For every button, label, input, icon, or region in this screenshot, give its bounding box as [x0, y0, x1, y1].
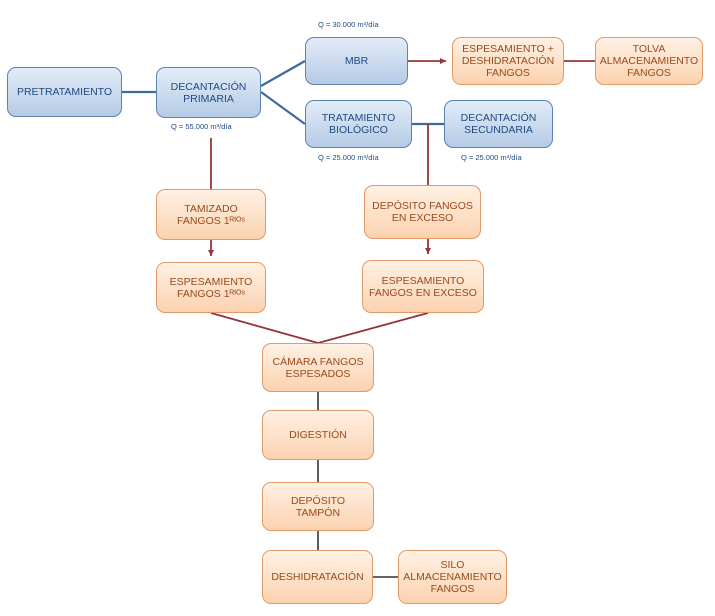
- edge-espesamiento-exceso-camara: [317, 312, 429, 344]
- node-deposito-tampon: DEPÓSITO TAMPÓN: [262, 482, 374, 531]
- node-silo: SILO ALMACENAMIENTO FANGOS: [398, 550, 507, 604]
- node-espesamiento-exceso: ESPESAMIENTO FANGOS EN EXCESO: [362, 260, 484, 313]
- node-deposito-exceso: DEPÓSITO FANGOS EN EXCESO: [364, 185, 481, 239]
- node-tolva: TOLVA ALMACENAMIENTO FANGOS: [595, 37, 703, 85]
- flow-label-biologico: Q = 25.000 m³/día: [318, 153, 379, 162]
- flow-label-secundaria: Q = 25.000 m³/día: [461, 153, 522, 162]
- node-espesamiento-1: ESPESAMIENTO FANGOS 1ᴿᴵᴼˢ: [156, 262, 266, 313]
- flow-label-mbr: Q = 30.000 m³/día: [318, 20, 379, 29]
- node-camara: CÁMARA FANGOS ESPESADOS: [262, 343, 374, 392]
- node-deshidratacion: DESHIDRATACIÓN: [262, 550, 373, 604]
- node-digestion: DIGESTIÓN: [262, 410, 374, 460]
- node-mbr: MBR: [305, 37, 408, 85]
- node-decantacion-primaria: DECANTACIÓN PRIMARIA: [156, 67, 261, 118]
- node-decantacion-secundaria: DECANTACIÓN SECUNDARIA: [444, 100, 553, 148]
- edge-primaria-mbr: [260, 60, 306, 87]
- node-pretratamiento: PRETRATAMIENTO: [7, 67, 122, 117]
- node-tratamiento-biologico: TRATAMIENTO BIOLÓGICO: [305, 100, 412, 148]
- edge-primaria-biologico: [260, 91, 306, 125]
- edge-espesamiento1-camara: [210, 312, 319, 344]
- flow-label-primaria: Q = 55.000 m³/día: [171, 122, 232, 131]
- node-espesamiento-deshidratacion: ESPESAMIENTO + DESHIDRATACIÓN FANGOS: [452, 37, 564, 85]
- node-tamizado: TAMIZADO FANGOS 1ᴿᴵᴼˢ: [156, 189, 266, 240]
